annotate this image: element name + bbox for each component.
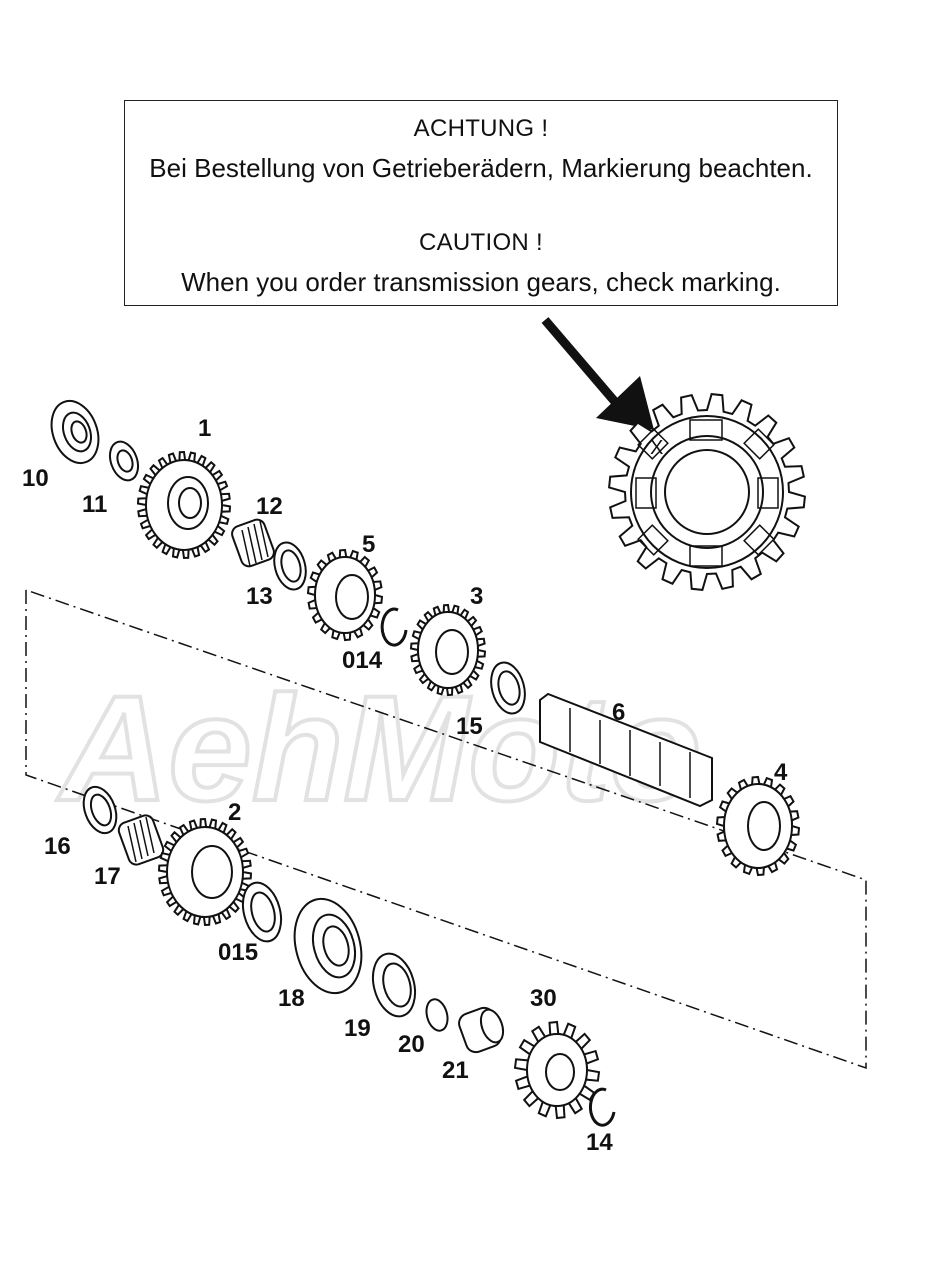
label-part-18: 18 [278, 985, 305, 1012]
label-part-21: 21 [442, 1057, 469, 1084]
label-part-11: 11 [82, 491, 107, 518]
label-part-1: 1 [198, 415, 211, 442]
label-part-5: 5 [362, 531, 375, 558]
part-2-gear [157, 817, 253, 927]
part-16-washer [82, 785, 118, 835]
part-12-needle-bearing [231, 518, 275, 568]
label-part-16: 16 [44, 833, 71, 860]
label-part-13: 13 [246, 583, 273, 610]
part-4-gear [715, 775, 801, 877]
label-part-015: 015 [218, 939, 258, 966]
notice-heading-german: ACHTUNG ! [413, 115, 549, 142]
label-part-12: 12 [256, 493, 283, 520]
part-15-washer [490, 661, 526, 715]
part-3-gear [409, 603, 487, 697]
label-part-17: 17 [94, 863, 121, 890]
caution-notice-box: ACHTUNG ! Bei Bestellung von Getrieberäd… [124, 100, 838, 306]
part-015-washer [241, 881, 283, 943]
part-14-circlip [588, 1087, 616, 1127]
part-13-washer [273, 541, 307, 591]
label-part-2: 2 [228, 799, 241, 826]
part-5-gear [306, 548, 384, 642]
part-11-washer [108, 440, 140, 482]
label-part-30: 30 [530, 985, 557, 1012]
label-part-6: 6 [612, 699, 625, 726]
label-part-3: 3 [470, 583, 483, 610]
detail-gear-marking: X [608, 393, 806, 591]
label-part-19: 19 [344, 1015, 371, 1042]
assembly-outline [25, 589, 867, 1070]
part-19-ring [371, 952, 417, 1018]
notice-text-german: Bei Bestellung von Getrieberädern, Marki… [149, 153, 813, 183]
part-014-circlip [380, 607, 408, 647]
notice-heading-english: CAUTION ! [418, 229, 544, 256]
label-part-10: 10 [22, 465, 49, 492]
part-30-sprocket [513, 1020, 601, 1120]
label-part-14: 14 [586, 1129, 613, 1156]
part-17-needle-bearing [117, 814, 165, 866]
notice-text-english: When you order transmission gears, check… [181, 267, 781, 297]
marking-symbol: X [650, 437, 663, 459]
part-6-shaft [539, 692, 713, 808]
part-21-bushing [458, 1006, 505, 1054]
label-part-014: 014 [342, 647, 383, 674]
part-20-o-ring [425, 998, 449, 1032]
part-18-bearing [293, 897, 363, 995]
marking-arrow [541, 317, 654, 430]
label-part-15: 15 [456, 713, 483, 740]
label-part-4: 4 [774, 759, 788, 786]
label-part-20: 20 [398, 1031, 425, 1058]
part-10-bearing [50, 400, 100, 464]
part-1-gear [136, 450, 232, 560]
